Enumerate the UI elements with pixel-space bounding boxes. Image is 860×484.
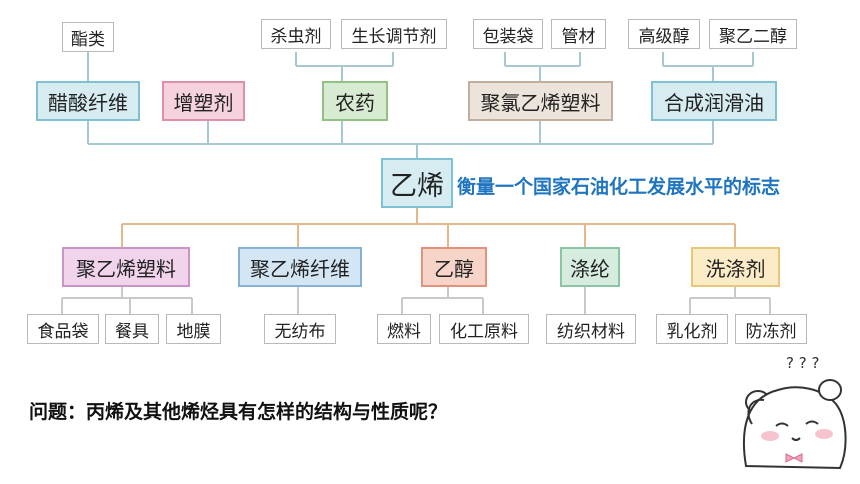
confused-bear-illustration: ? ? ?: [736, 346, 854, 478]
leaf-food-bag: 食品袋: [27, 314, 99, 344]
node-synthetic-lubricant: 合成润滑油: [651, 81, 777, 121]
leaf-tableware: 餐具: [105, 314, 159, 344]
leaf-growth-regulator: 生长调节剂: [341, 19, 447, 49]
node-ethylene: 乙烯: [381, 158, 453, 208]
node-polyethylene-plastic: 聚乙烯塑料: [62, 247, 190, 287]
node-detergent: 洗涤剂: [691, 247, 780, 287]
leaf-higher-alcohol: 高级醇: [628, 19, 700, 49]
node-ethanol: 乙醇: [421, 247, 487, 287]
question-text: 问题：丙烯及其他烯烃具有怎样的结构与性质呢？: [29, 401, 448, 423]
node-polyester: 涤纶: [560, 247, 620, 287]
leaf-emulsifier: 乳化剂: [656, 314, 728, 344]
leaf-nonwoven: 无纺布: [264, 314, 336, 344]
ethylene-slogan: 衡量一个国家石油化工发展水平的标志: [457, 176, 781, 198]
node-plasticizer: 增塑剂: [162, 81, 245, 121]
leaf-mulch-film: 地膜: [166, 314, 221, 344]
leaf-polyethylene-glycol: 聚乙二醇: [709, 19, 797, 49]
question-marks: ? ? ?: [786, 354, 819, 372]
leaf-textile-material: 纺织材料: [546, 314, 636, 344]
leaf-antifreeze: 防冻剂: [735, 314, 807, 344]
node-pesticide: 农药: [322, 81, 388, 121]
node-pvc-plastic: 聚氯乙烯塑料: [468, 81, 613, 121]
leaf-packaging-bag: 包装袋: [473, 19, 543, 49]
leaf-insecticide: 杀虫剂: [261, 19, 331, 49]
node-polyethylene-fiber: 聚乙烯纤维: [238, 247, 362, 287]
leaf-chemical-material: 化工原料: [439, 314, 529, 344]
leaf-fuel: 燃料: [377, 314, 431, 344]
leaf-esters: 酯类: [62, 22, 114, 52]
node-cellulose-acetate: 醋酸纤维: [36, 81, 140, 121]
leaf-pipe: 管材: [551, 19, 606, 49]
